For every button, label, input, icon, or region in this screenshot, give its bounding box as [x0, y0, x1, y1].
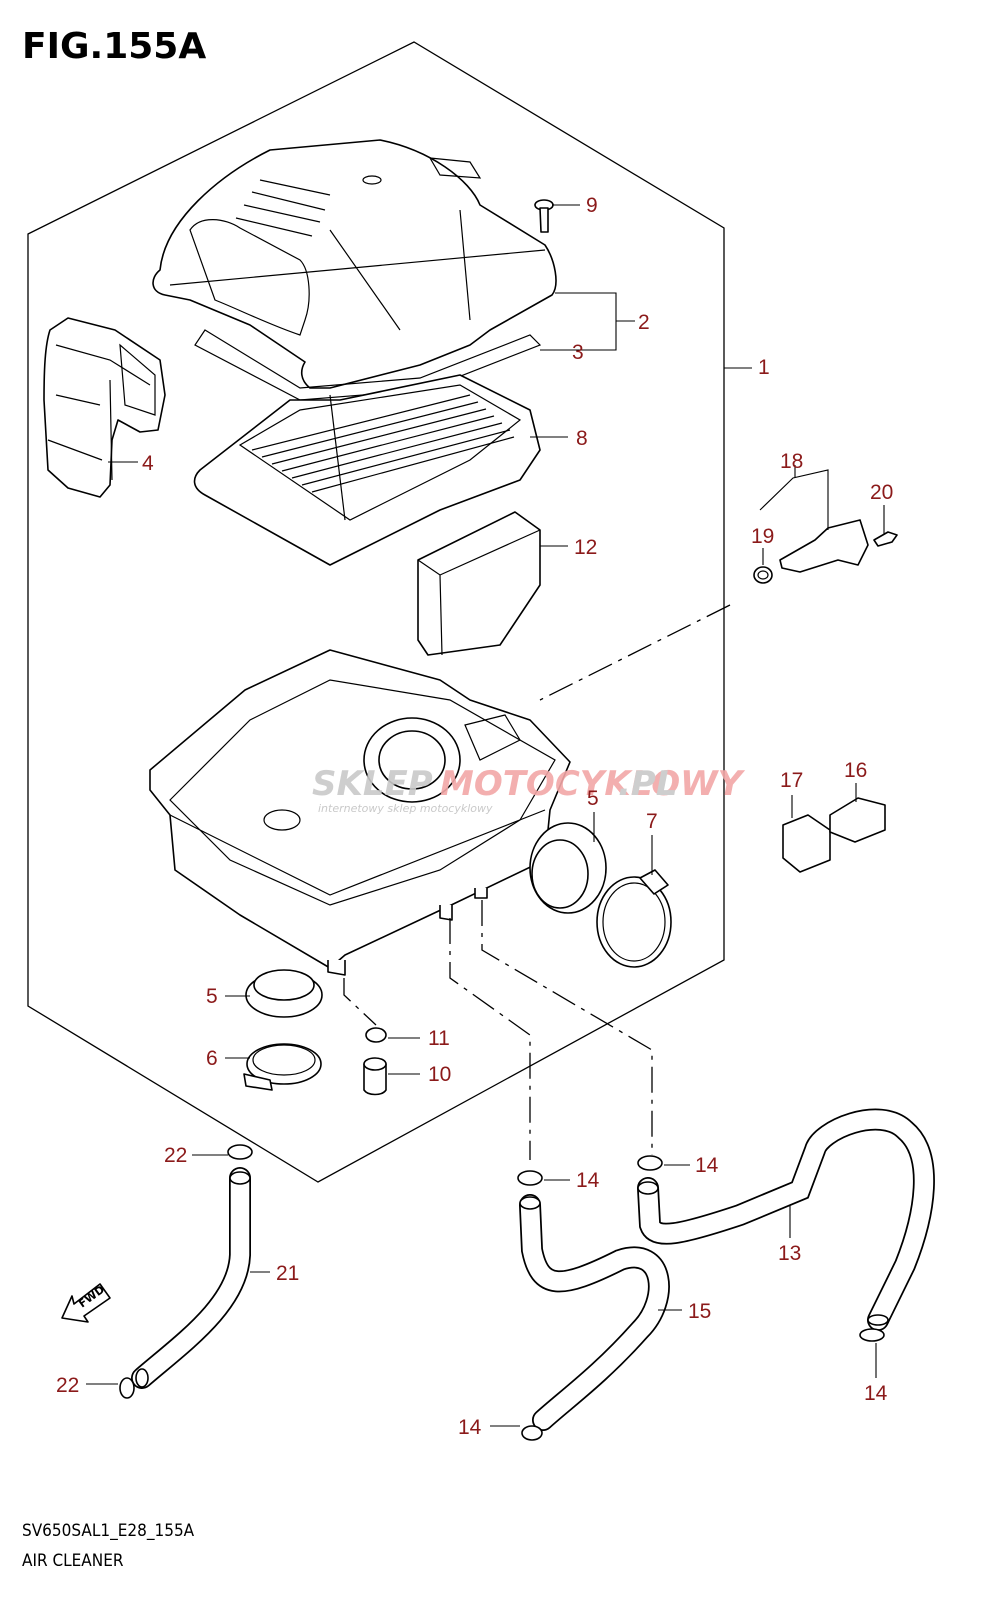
intake-air-temperature-sensor — [753, 519, 898, 584]
callout-15: 15 — [688, 1300, 711, 1323]
callout-14-mid: 14 — [576, 1169, 600, 1192]
air-cleaner-cap — [152, 139, 557, 389]
watermark-brand-a: SKLEP — [312, 764, 433, 804]
cap-seal-gasket — [194, 329, 542, 401]
forward-direction-arrow: FWD — [61, 1283, 111, 1323]
watermark-brand-b: MOTOCYKLOWY — [440, 764, 746, 804]
screw — [534, 199, 554, 233]
hose-clip — [227, 1144, 253, 1160]
callout-1: 1 — [758, 356, 770, 379]
watermark-tld: .PL — [618, 764, 678, 804]
callout-5-outlet: 5 — [587, 787, 599, 810]
callout-19: 19 — [751, 525, 774, 548]
callout-13: 13 — [778, 1242, 801, 1265]
leader-lines — [86, 204, 885, 1427]
figure-title: FIG.155A — [22, 26, 206, 67]
intake-duct — [43, 317, 166, 498]
watermark: SKLEP MOTOCYKLOWY .PL internetowy sklep … — [312, 764, 746, 815]
watermark-tagline: internetowy sklep motocyklowy — [318, 802, 493, 815]
assembly-frame — [27, 41, 725, 1183]
drain-joint — [245, 969, 323, 1018]
air-filter-element — [193, 374, 541, 566]
breather-hose-21 — [131, 1167, 251, 1389]
callout-5-drain: 5 — [206, 985, 218, 1008]
outlet-clamp — [596, 869, 672, 968]
callout-3: 3 — [572, 341, 584, 364]
callout-8: 8 — [576, 427, 588, 450]
callout-22-bottom: 22 — [56, 1374, 79, 1397]
callout-20: 20 — [870, 481, 893, 504]
hose-clip — [859, 1328, 885, 1342]
callout-12: 12 — [574, 536, 597, 559]
callout-10: 10 — [428, 1063, 451, 1086]
drain-clip — [365, 1027, 387, 1043]
hose-clip — [637, 1155, 663, 1171]
foam-pad — [417, 511, 541, 656]
callout-18: 18 — [780, 450, 803, 473]
callout-17: 17 — [780, 769, 803, 792]
connector-bracket — [782, 797, 886, 873]
drain-hose-13 — [637, 1108, 935, 1331]
callout-4: 4 — [142, 452, 154, 475]
callout-21: 21 — [276, 1262, 299, 1285]
hose-clip — [517, 1170, 543, 1186]
callout-16: 16 — [844, 759, 867, 782]
callout-22-top: 22 — [164, 1144, 187, 1167]
figure-code: SV650SAL1_E28_155A — [22, 1521, 195, 1541]
callout-14-bottom: 14 — [458, 1416, 482, 1439]
figure-caption: AIR CLEANER — [22, 1551, 124, 1571]
drain-hose-15 — [519, 1194, 670, 1431]
outlet-joint — [529, 822, 607, 914]
drain-clamp — [243, 1043, 322, 1091]
callout-14-bottom-right: 14 — [864, 1382, 888, 1405]
callout-11: 11 — [428, 1027, 450, 1050]
callout-14-right: 14 — [695, 1154, 719, 1177]
callout-9: 9 — [586, 194, 598, 217]
callout-6: 6 — [206, 1047, 218, 1070]
air-cleaner-case — [149, 649, 571, 976]
callout-7: 7 — [646, 810, 658, 833]
drain-plug — [363, 1057, 387, 1096]
hose-clip — [521, 1425, 543, 1441]
callout-2: 2 — [638, 311, 650, 334]
hose-clip — [119, 1377, 135, 1399]
